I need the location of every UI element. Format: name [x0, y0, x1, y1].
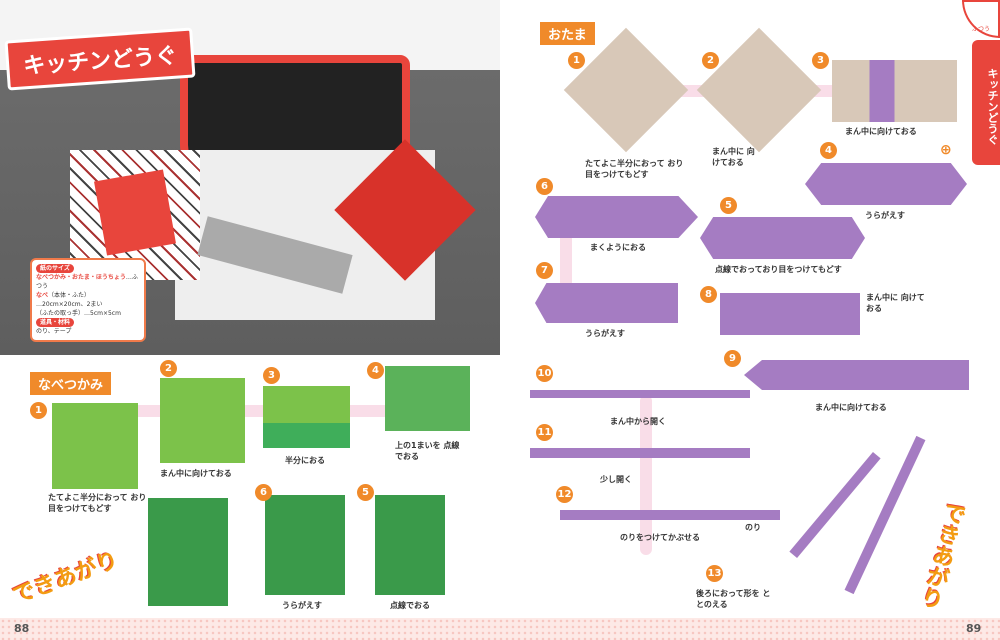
glue-label: のり [745, 523, 761, 532]
step-diagram [52, 403, 138, 489]
section-heading-otama: おたま [540, 22, 595, 45]
step-diagram [720, 293, 860, 335]
zoom-in-icon: ⊕ [940, 142, 952, 158]
step-number: 1 [568, 52, 585, 69]
step-diagram [530, 448, 750, 458]
materials-size-handle: （ふたの取っ手）…5cm×5cm [36, 310, 121, 317]
materials-pot-note: （本体・ふた） [48, 292, 91, 299]
tools-label: 道具・材料 [36, 318, 75, 327]
step-label: 上の1まいを 点線でおる [395, 441, 460, 461]
step-number: 4 [367, 362, 384, 379]
materials-items: なべつかみ・おたま・ほうちょう [36, 274, 126, 281]
materials-size: …ふつう [36, 274, 138, 290]
step-diagram [263, 386, 350, 448]
done-label: できあがり [915, 498, 968, 612]
finished-pot-holder [148, 498, 228, 606]
step-number: 9 [724, 350, 741, 367]
step-diagram [385, 366, 470, 431]
step-number: 12 [556, 486, 573, 503]
step-label: まん中に向けておる [845, 127, 917, 136]
step-diagram [744, 360, 969, 390]
step-label: たてよこ半分におって おり目をつけてもどす [585, 159, 684, 179]
step-number: 6 [536, 178, 553, 195]
pot-holder [94, 169, 176, 256]
materials-box: 紙のサイズ なべつかみ・おたま・ほうちょう…ふつう なべ（本体・ふた） …20c… [30, 258, 146, 342]
step-number: 4 [820, 142, 837, 159]
step-label: 半分におる [285, 456, 325, 465]
step-diagram [805, 163, 967, 205]
step-diagram [375, 495, 445, 595]
step-diagram [160, 378, 245, 463]
step-label: 点線でおっており目をつけてもどす [715, 265, 842, 274]
step-label: まん中に向けておる [815, 403, 887, 412]
tools-list: のり、テープ [36, 328, 72, 335]
step-label: のりをつけてかぶせる [620, 533, 700, 542]
step-diagram [530, 390, 750, 398]
step-diagram [832, 60, 957, 122]
materials-pot: なべ [36, 292, 49, 299]
step-diagram [700, 217, 865, 259]
step-number: 2 [702, 52, 719, 69]
level-badge: ふつう [962, 0, 1000, 38]
step-number: 6 [255, 484, 272, 501]
section-heading-nabetsukami: なべつかみ [30, 372, 112, 395]
step-number: 11 [536, 424, 553, 441]
page-footer [0, 618, 1000, 640]
step-label: 点線でおる [390, 601, 430, 610]
step-number: 3 [812, 52, 829, 69]
step-number: 2 [160, 360, 177, 377]
side-tab: キッチンどうぐ [972, 40, 1000, 165]
step-diagram [560, 510, 780, 520]
paper-size-label: 紙のサイズ [36, 264, 74, 273]
step-label: まくようにおる [590, 243, 646, 252]
step-number: 7 [536, 262, 553, 279]
step-label: まん中に 向けておる [712, 147, 755, 167]
step-label: まん中から開く [610, 417, 666, 426]
step-label: うらがえす [865, 211, 905, 220]
step-label: まん中に向けておる [160, 469, 232, 478]
step-label: うらがえす [282, 601, 322, 610]
step-label: まん中に 向けておる [866, 293, 925, 313]
materials-size-pot: …20cm×20cm、2まい [36, 301, 103, 308]
step-number: 5 [357, 484, 374, 501]
step-number: 5 [720, 197, 737, 214]
step-diagram [563, 27, 689, 153]
step-diagram [265, 495, 345, 595]
step-number: 13 [706, 565, 723, 582]
page-number-right: 89 [966, 622, 982, 635]
finished-ladle [844, 435, 926, 595]
step-label: 後ろにおって形を ととのえる [696, 589, 771, 609]
step-number: 8 [700, 286, 717, 303]
step-number: 1 [30, 402, 47, 419]
done-label: できあがり [9, 547, 122, 609]
step-diagram [535, 283, 678, 323]
page-number-left: 88 [14, 622, 30, 635]
step-number: 10 [536, 365, 553, 382]
step-diagram [535, 196, 698, 238]
step-label: うらがえす [585, 329, 625, 338]
step-label: たてよこ半分におって おり目をつけてもどす [48, 493, 147, 513]
step-number: 3 [263, 367, 280, 384]
step-label: 少し開く [600, 475, 632, 484]
step-diagram [696, 27, 822, 153]
